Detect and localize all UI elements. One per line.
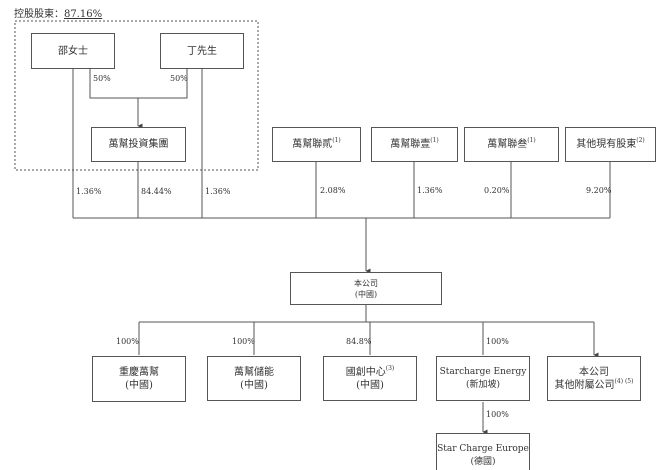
shareholder-name: 萬幫聯壹 xyxy=(390,139,431,150)
footnote: (1) xyxy=(332,137,341,144)
shareholder-name: 其他現有股東 xyxy=(576,139,637,150)
subsidiary-box: 國創中心(3)(中國) xyxy=(323,356,417,401)
shareholder-box: 萬幫聯叁(1) xyxy=(464,127,559,162)
pct-label: 0.20% xyxy=(484,186,510,195)
ms-shao-label: 邵女士 xyxy=(58,45,88,57)
subsidiary-region: (德國) xyxy=(470,457,496,467)
controlling-group-dashed-box xyxy=(14,20,259,171)
subsidiary-region: 其他附屬公司 xyxy=(554,379,615,391)
subsidiary-name: 本公司 xyxy=(579,366,609,378)
subsidiary-name: 重慶萬幫 xyxy=(119,367,159,378)
group-label: 萬幫投資集團 xyxy=(108,139,169,150)
pct-label: 50% xyxy=(93,74,111,83)
shareholder-name: 萬幫聯叁 xyxy=(487,139,528,150)
shareholder-box: 萬幫聯壹(1) xyxy=(371,127,458,162)
pct-label: 100% xyxy=(232,337,255,346)
shareholder-name: 萬幫聯貳 xyxy=(292,139,333,150)
pct-label: 100% xyxy=(486,410,509,419)
pct-label: 9.20% xyxy=(586,186,612,195)
pct-label: 84.8% xyxy=(346,337,372,346)
subsidiary-box: 萬幫儲能(中國) xyxy=(207,356,301,401)
mr-ding-label: 丁先生 xyxy=(187,45,217,57)
subsidiary-name: Starcharge Energy xyxy=(439,366,527,377)
pct-label: 1.36% xyxy=(76,187,102,196)
star-charge-europe-box: Star Charge Europe (德國) xyxy=(436,433,530,470)
subsidiary-region: (新加坡) xyxy=(465,379,501,390)
pct-label: 2.08% xyxy=(320,186,346,195)
pct-label: 1.36% xyxy=(205,187,231,196)
subsidiary-region: (中國) xyxy=(125,380,153,391)
pct-label: 84.44% xyxy=(141,187,172,196)
shareholder-box: 萬幫聯貳(1) xyxy=(272,127,361,162)
subsidiary-name: Star Charge Europe xyxy=(437,444,529,454)
footnote: (3) xyxy=(385,364,395,372)
company-name: 本公司 xyxy=(354,278,378,288)
title-value: 87.16% xyxy=(64,9,103,20)
footnote: (2) xyxy=(636,137,645,144)
title-label: 控股股東： xyxy=(14,9,64,20)
subsidiary-name: 國創中心 xyxy=(345,366,386,378)
subsidiary-region: (中國) xyxy=(356,379,384,391)
pct-label: 50% xyxy=(170,74,188,83)
company-box: 本公司(中國) xyxy=(290,272,442,305)
footnote: (4) (5) xyxy=(614,377,634,385)
subsidiary-box: 重慶萬幫 (中國) xyxy=(92,356,186,402)
controlling-shareholders-title: 控股股東：87.16% xyxy=(14,5,102,20)
subsidiary-region: (中國) xyxy=(240,379,268,391)
pct-label: 1.36% xyxy=(417,186,443,195)
shareholder-box: 其他現有股東(2) xyxy=(565,127,656,162)
ms-shao-box: 邵女士 xyxy=(31,33,115,69)
subsidiary-box: 本公司其他附屬公司(4) (5) xyxy=(547,356,641,401)
pct-label: 100% xyxy=(486,337,509,346)
mr-ding-box: 丁先生 xyxy=(160,33,244,69)
footnote: (1) xyxy=(430,137,439,144)
footnote: (1) xyxy=(527,137,536,144)
company-region: (中國) xyxy=(354,289,378,299)
subsidiary-box: Starcharge Energy (新加坡) xyxy=(436,356,530,401)
pct-label: 100% xyxy=(116,337,139,346)
wanbang-group-box: 萬幫投資集團 xyxy=(91,127,186,162)
subsidiary-name: 萬幫儲能 xyxy=(234,366,274,378)
